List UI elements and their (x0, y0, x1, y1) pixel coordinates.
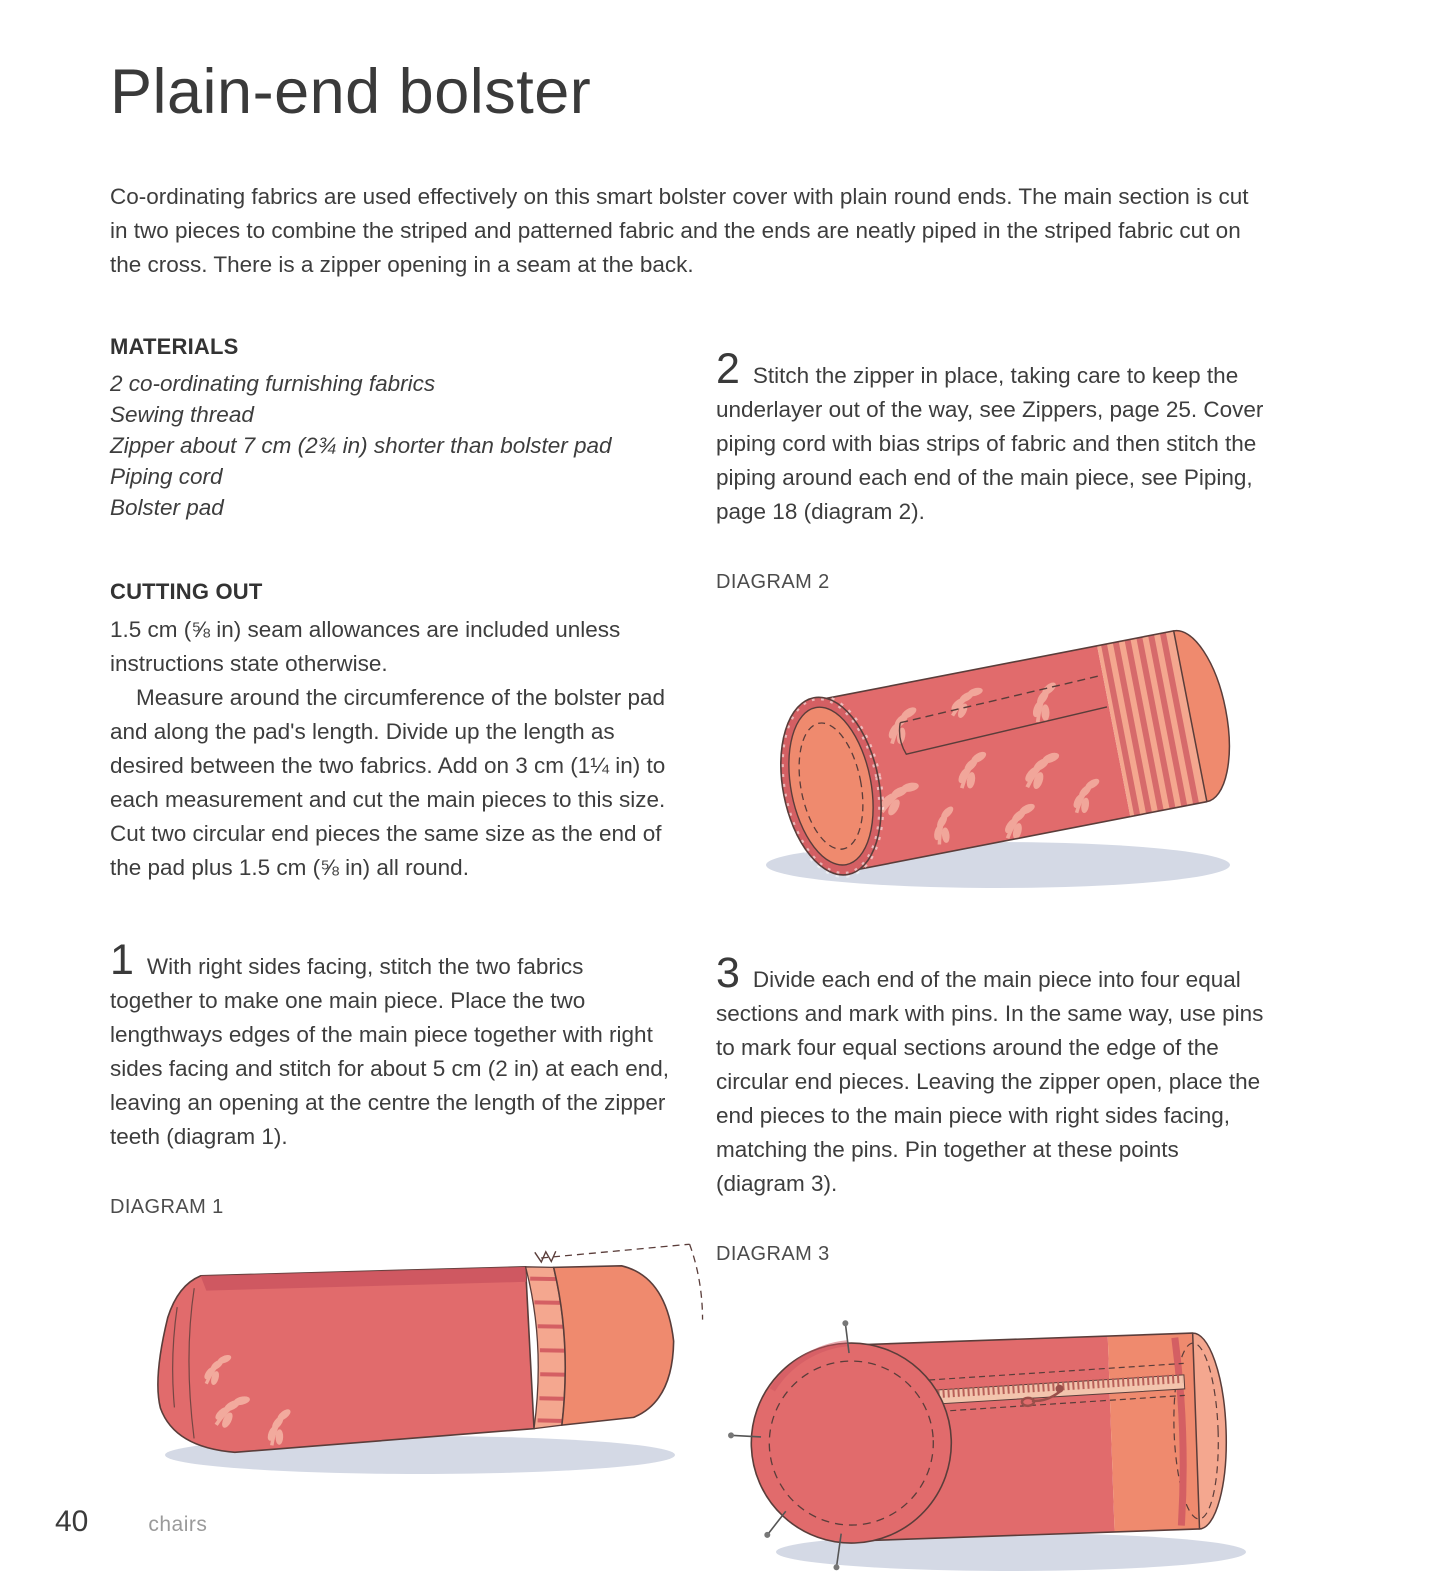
cutting-out-paragraph-1: 1.5 cm (⅝ in) seam allowances are includ… (110, 617, 621, 676)
cutting-out-section: CUTTING OUT 1.5 cm (⅝ in) seam allowance… (110, 579, 670, 885)
diagram-3-illustration (728, 1320, 1246, 1571)
materials-heading: MATERIALS (110, 334, 239, 359)
chapter-name: chairs (148, 1513, 208, 1536)
cutting-out-paragraph-2: Measure around the circumference of the … (110, 685, 666, 880)
page-title: Plain-end bolster (110, 57, 592, 127)
diagram-1: DIAGRAM 1 (110, 1196, 704, 1480)
materials-item: 2 co-ordinating furnishing fabrics (110, 371, 436, 396)
diagram-2-label: DIAGRAM 2 (716, 571, 830, 593)
diagram-2-illustration (766, 629, 1231, 888)
diagram-1-illustration (157, 1243, 704, 1474)
step-1-number: 1 (110, 936, 134, 984)
step-1-text: With right sides facing, stitch the two … (110, 954, 670, 1149)
diagram-3: DIAGRAM 3 (716, 1243, 1267, 1577)
materials-item: Sewing thread (110, 402, 254, 427)
left-column: MATERIALS 2 co-ordinating furnishing fab… (110, 334, 704, 1577)
step-3-text: Divide each end of the main piece into f… (716, 967, 1264, 1196)
step-3-number: 3 (716, 949, 740, 997)
step-2-number: 2 (716, 345, 740, 393)
materials-section: MATERIALS 2 co-ordinating furnishing fab… (110, 334, 670, 523)
materials-list: 2 co-ordinating furnishing fabrics Sewin… (110, 368, 670, 523)
materials-item: Bolster pad (110, 495, 224, 520)
intro-paragraph: Co-ordinating fabrics are used effective… (110, 184, 1249, 277)
diagram-1-label: DIAGRAM 1 (110, 1196, 224, 1218)
diagram-3-label: DIAGRAM 3 (716, 1243, 830, 1265)
materials-item: Piping cord (110, 464, 223, 489)
cutting-out-heading: CUTTING OUT (110, 579, 263, 604)
diagram-2: DIAGRAM 2 (716, 571, 1267, 898)
two-column-layout: MATERIALS 2 co-ordinating furnishing fab… (110, 334, 1267, 1577)
step-2-text: Stitch the zipper in place, taking care … (716, 363, 1264, 524)
materials-item: Zipper about 7 cm (2¾ in) shorter than b… (110, 433, 612, 458)
page-number: 40 (55, 1505, 89, 1538)
page-footer: 40 chairs (55, 1505, 207, 1539)
